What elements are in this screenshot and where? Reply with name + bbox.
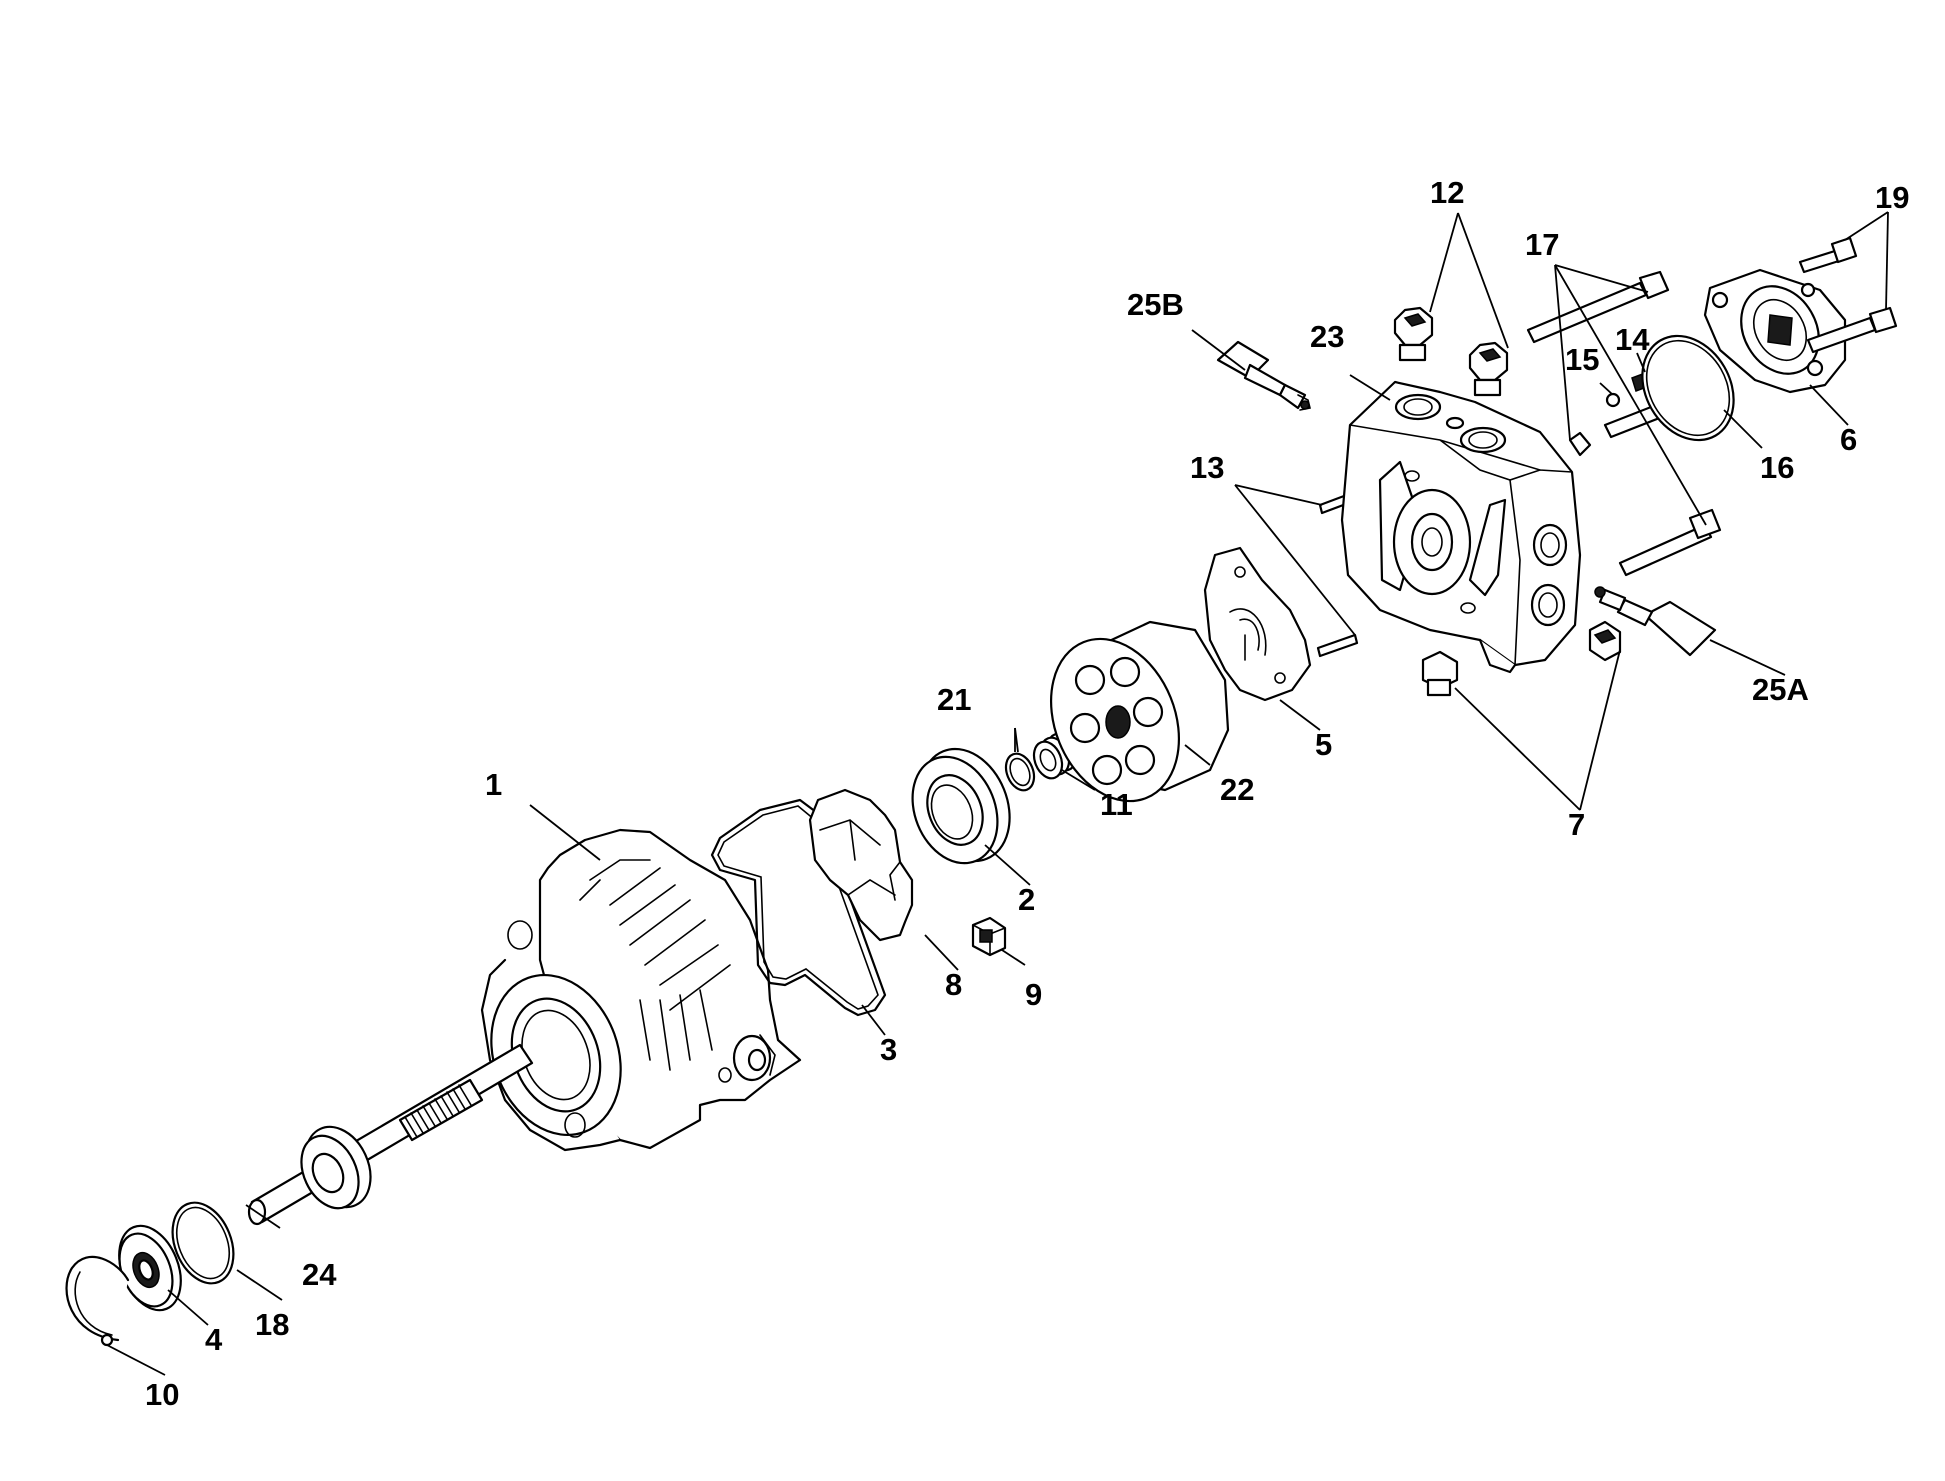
part-22-cylinder-block bbox=[1049, 620, 1230, 803]
part-6-port-cover bbox=[1703, 268, 1847, 394]
callout-12: 12 bbox=[1430, 175, 1464, 210]
part-25a-valve bbox=[1594, 586, 1717, 657]
callout-5: 5 bbox=[1315, 727, 1332, 762]
callout-25a: 25A bbox=[1752, 672, 1809, 707]
callout-6: 6 bbox=[1840, 422, 1857, 457]
callout-2: 2 bbox=[1018, 882, 1035, 917]
callout-10: 10 bbox=[145, 1377, 179, 1412]
leader-lines bbox=[106, 211, 1889, 1376]
part-16-o-ring bbox=[1641, 334, 1735, 442]
callout-16: 16 bbox=[1760, 450, 1794, 485]
callout-15: 15 bbox=[1565, 342, 1599, 377]
callout-22: 22 bbox=[1220, 772, 1254, 807]
callout-23: 23 bbox=[1310, 319, 1344, 354]
part-23-end-cover bbox=[1340, 380, 1582, 674]
shaft-bearing bbox=[300, 1125, 372, 1210]
callout-17: 17 bbox=[1525, 227, 1559, 262]
callout-labels: 1 2 3 4 5 6 7 8 9 10 11 12 13 14 15 16 1… bbox=[145, 175, 1909, 1412]
part-19-bolts bbox=[1798, 236, 1898, 354]
callout-3: 3 bbox=[880, 1032, 897, 1067]
callout-11: 11 bbox=[1100, 787, 1133, 822]
part-9-block bbox=[971, 916, 1007, 957]
callout-14: 14 bbox=[1615, 322, 1650, 357]
part-15-ball bbox=[1605, 392, 1621, 408]
callout-1: 1 bbox=[485, 767, 502, 802]
part-21-small-ring bbox=[1004, 752, 1036, 792]
callout-18: 18 bbox=[255, 1307, 289, 1342]
callout-21: 21 bbox=[937, 682, 971, 717]
part-1-housing bbox=[480, 828, 802, 1152]
callout-9: 9 bbox=[1025, 977, 1042, 1012]
callout-24: 24 bbox=[302, 1257, 337, 1292]
part-10-retaining-ring bbox=[65, 1255, 130, 1347]
part-12-plugs bbox=[1393, 306, 1509, 397]
part-7-plugs bbox=[1421, 620, 1622, 697]
part-24-shaft bbox=[247, 1043, 534, 1226]
callout-25b: 25B bbox=[1127, 287, 1184, 322]
part-25b-valve bbox=[1216, 340, 1311, 411]
callout-13: 13 bbox=[1190, 450, 1224, 485]
part-8-bracket bbox=[808, 788, 914, 942]
part-2-thrust-ring bbox=[911, 747, 1011, 865]
callout-8: 8 bbox=[945, 967, 962, 1002]
part-5-valve-plate bbox=[1203, 546, 1312, 702]
part-18-o-ring bbox=[171, 1201, 235, 1285]
callout-7: 7 bbox=[1568, 807, 1585, 842]
callout-19: 19 bbox=[1875, 180, 1909, 215]
callout-4: 4 bbox=[205, 1322, 223, 1357]
